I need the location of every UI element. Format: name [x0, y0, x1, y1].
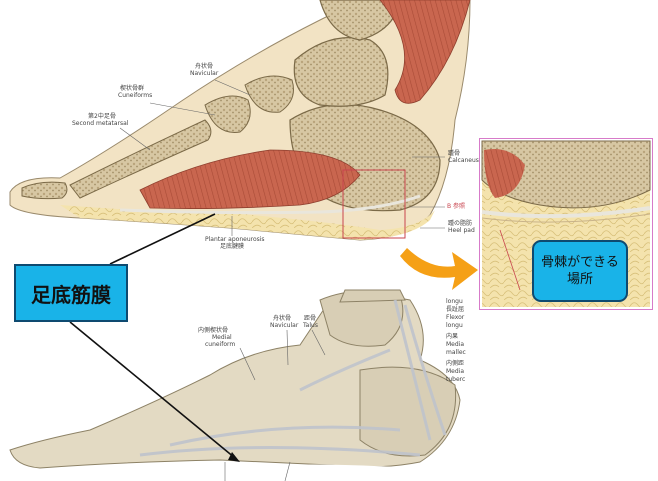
label-medial-cuneiform-en2: cuneiform — [205, 341, 236, 348]
label-cuneiforms-jp: 楔状骨群 — [120, 85, 145, 92]
talus-bone — [293, 37, 389, 107]
label-right-8: 内側距 — [446, 360, 465, 367]
label-medial-cuneiform-en1: Medial — [212, 334, 232, 341]
label-right-3: Flexor — [446, 314, 465, 321]
orange-arrow — [400, 248, 478, 290]
label-talus-jp: 距骨 — [304, 315, 317, 322]
label-plantar-aponeurosis-jp: 足底腱膜 — [220, 243, 245, 250]
inset-muscle — [484, 149, 525, 198]
label-calcaneus-jp: 踵骨 — [448, 150, 461, 157]
label-heel-pad-jp: 踵の脂肪 — [448, 220, 473, 227]
label-medial-cuneiform-jp: 内側楔状骨 — [198, 327, 229, 334]
callout-plantar-fascia: 足底筋膜 — [14, 264, 128, 322]
plantar-muscle — [139, 149, 361, 209]
label-ref-b: B 参照 — [447, 203, 466, 210]
label-navicular-jp: 舟状骨 — [195, 63, 214, 70]
label-navicular-bottom-en: Navicular — [270, 322, 299, 329]
label-calcaneus-en: Calcaneus — [448, 157, 479, 164]
plantar-aponeurosis-band — [119, 194, 421, 215]
label-right-5: 内果 — [446, 333, 459, 340]
metatarsal-bone — [69, 119, 212, 199]
label-navicular-en: Navicular — [190, 70, 219, 77]
ref-b-box — [342, 169, 406, 239]
toe-bones — [21, 181, 68, 200]
cuneiform-bone — [204, 95, 251, 133]
navicular-bone — [244, 75, 294, 113]
label-navicular-bottom-jp: 舟状骨 — [273, 315, 292, 322]
label-right-10: tuberc — [446, 376, 466, 383]
label-right-7: mallec — [446, 349, 466, 356]
label-right-9: Media — [446, 368, 465, 375]
achilles-muscle — [379, 0, 471, 104]
label-right-2: 長趾屈 — [446, 306, 465, 313]
label-second-metatarsal-en: Second metatarsal — [72, 120, 129, 127]
label-right-4: longu — [446, 322, 463, 329]
label-cuneiforms-en: Cuneiforms — [118, 92, 153, 99]
label-right-1: longu — [446, 298, 463, 305]
label-right-6: Media — [446, 341, 465, 348]
label-second-metatarsal-jp: 第2中足骨 — [88, 113, 116, 120]
label-plantar-aponeurosis-en: Plantar aponeurosis — [205, 236, 265, 243]
callout-line-bottom — [69, 321, 236, 459]
label-talus-en: Talus — [303, 322, 318, 329]
callout-line-top — [109, 213, 216, 265]
callout-spur-location: 骨棘ができる場所 — [532, 240, 628, 302]
label-heel-pad-en: Heel pad — [448, 227, 475, 234]
bottom-tibia — [339, 289, 406, 303]
inset-frame — [479, 138, 653, 310]
